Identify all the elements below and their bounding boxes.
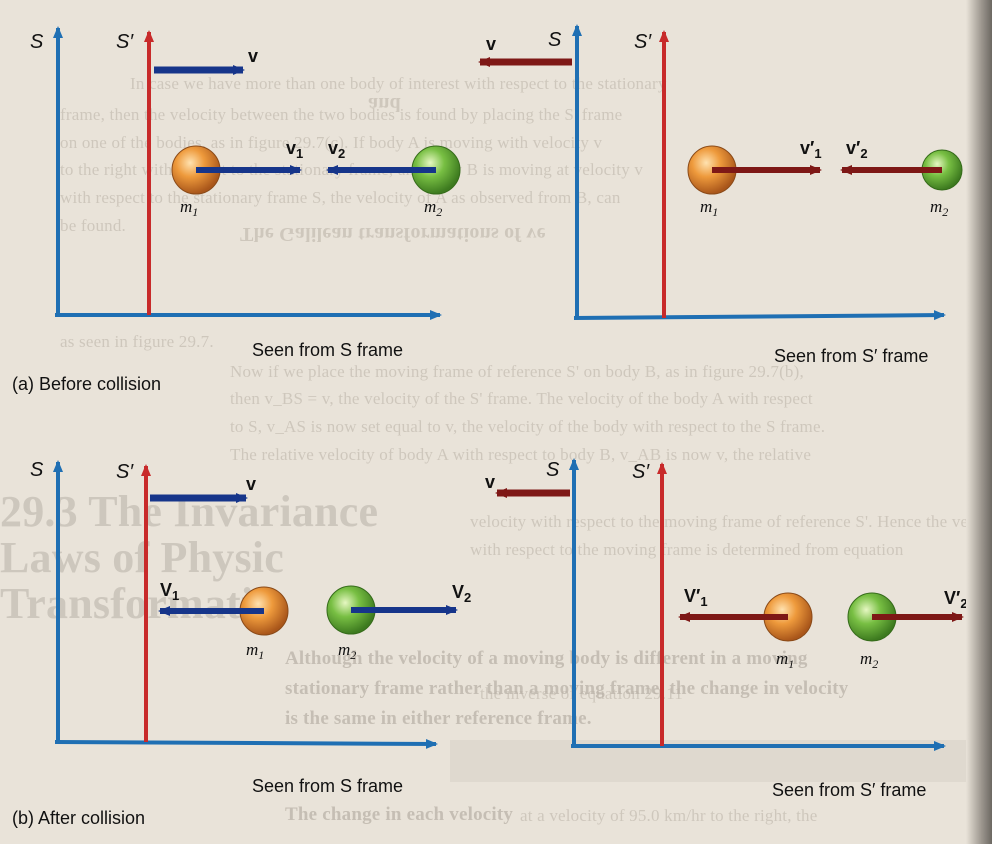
ghost-text: with respect to the moving frame is dete… — [470, 540, 904, 559]
s-prime-label: S′ — [116, 31, 134, 53]
panel-a-left: S S′ v v1 m1 v2 m2 Seen from S frame — [30, 26, 461, 360]
mass2-label: m2 — [860, 649, 878, 671]
ghost-text: to S, v_AS is now set equal to v, the ve… — [230, 417, 826, 436]
mass1-label: m1 — [180, 197, 198, 219]
mass2-velocity-label: V′2 — [944, 588, 968, 611]
s-label: S — [30, 31, 44, 53]
mass2-label: m2 — [930, 197, 948, 219]
ghost-text: be found. — [60, 216, 127, 235]
ghost-text: velocity with respect to the moving fram… — [470, 512, 992, 531]
page-edge-shadow — [966, 0, 992, 844]
ghost-text: Now if we place the moving frame of refe… — [230, 362, 804, 381]
panel-a-right: S S′ v v′1 m1 v′2 m2 Seen from S′ frame — [478, 24, 963, 366]
frame-velocity-label: v — [486, 34, 496, 54]
s-prime-label: S′ — [116, 461, 134, 483]
mass2-label: m2 — [424, 197, 442, 219]
mass1-velocity-label: v′1 — [800, 138, 822, 161]
ghost-text: is the same in either reference frame. — [285, 708, 592, 729]
ghost-text: stationary frame rather than a moving fr… — [285, 678, 849, 699]
ghost-text: then v_BS = v, the velocity of the S' fr… — [230, 389, 813, 408]
frame-velocity-label: v — [246, 474, 256, 494]
mass2-velocity-label: V2 — [452, 582, 471, 605]
panel-a-caption: (a) Before collision — [12, 374, 161, 394]
mass2-velocity-label: v2 — [328, 138, 345, 161]
mass1-velocity-label: V′1 — [684, 586, 708, 609]
s-prime-label: S′ — [632, 461, 650, 483]
mass1-velocity-label: V1 — [160, 580, 179, 603]
s-prime-label: S′ — [634, 31, 652, 53]
mass1-velocity-label: v1 — [286, 138, 303, 161]
frame-caption: Seen from S′ frame — [774, 346, 928, 366]
x-axis — [573, 310, 946, 321]
panel-b-left: S S′ v V1 m1 V2 m2 Seen from S frame — [30, 459, 471, 796]
ghost-text: the inverse of equation 29.11 — [480, 684, 683, 703]
mass2-velocity-label: v′2 — [846, 138, 868, 161]
ghost-text: frame, then the velocity between the two… — [60, 105, 623, 124]
mass1-label: m1 — [700, 197, 718, 219]
s-label: S — [546, 459, 560, 481]
panel-b-right: S S′ v V′1 m1 V′2 m2 Seen from S′ frame — [485, 458, 968, 800]
ghost-text: The relative velocity of body A with res… — [230, 445, 812, 464]
ghost-text: at a velocity of 95.0 km/hr to the right… — [520, 806, 818, 825]
mass1-label: m1 — [246, 640, 264, 662]
panel-b-caption: (b) After collision — [12, 808, 145, 828]
ghost-text: as seen in figure 29.7. — [60, 332, 214, 351]
frame-caption: Seen from S frame — [252, 776, 403, 796]
ghost-text: The change in each velocity — [285, 804, 514, 825]
x-axis — [54, 738, 438, 749]
s-label: S — [548, 29, 562, 51]
mass2-label: m2 — [338, 640, 356, 662]
ghost-heading: Laws of Physic — [0, 533, 284, 582]
frame-velocity-label: v — [248, 46, 258, 66]
s-label: S — [30, 459, 44, 481]
ghost-heading: Transformatio — [0, 579, 276, 628]
frame-velocity-label: v — [485, 472, 495, 492]
mass1-label: m1 — [776, 649, 794, 671]
frame-caption: Seen from S frame — [252, 340, 403, 360]
ghost-text: In case we have more than one body of in… — [130, 74, 667, 93]
frame-caption: Seen from S′ frame — [772, 780, 926, 800]
ghost-text: Although the velocity of a moving body i… — [285, 648, 808, 669]
